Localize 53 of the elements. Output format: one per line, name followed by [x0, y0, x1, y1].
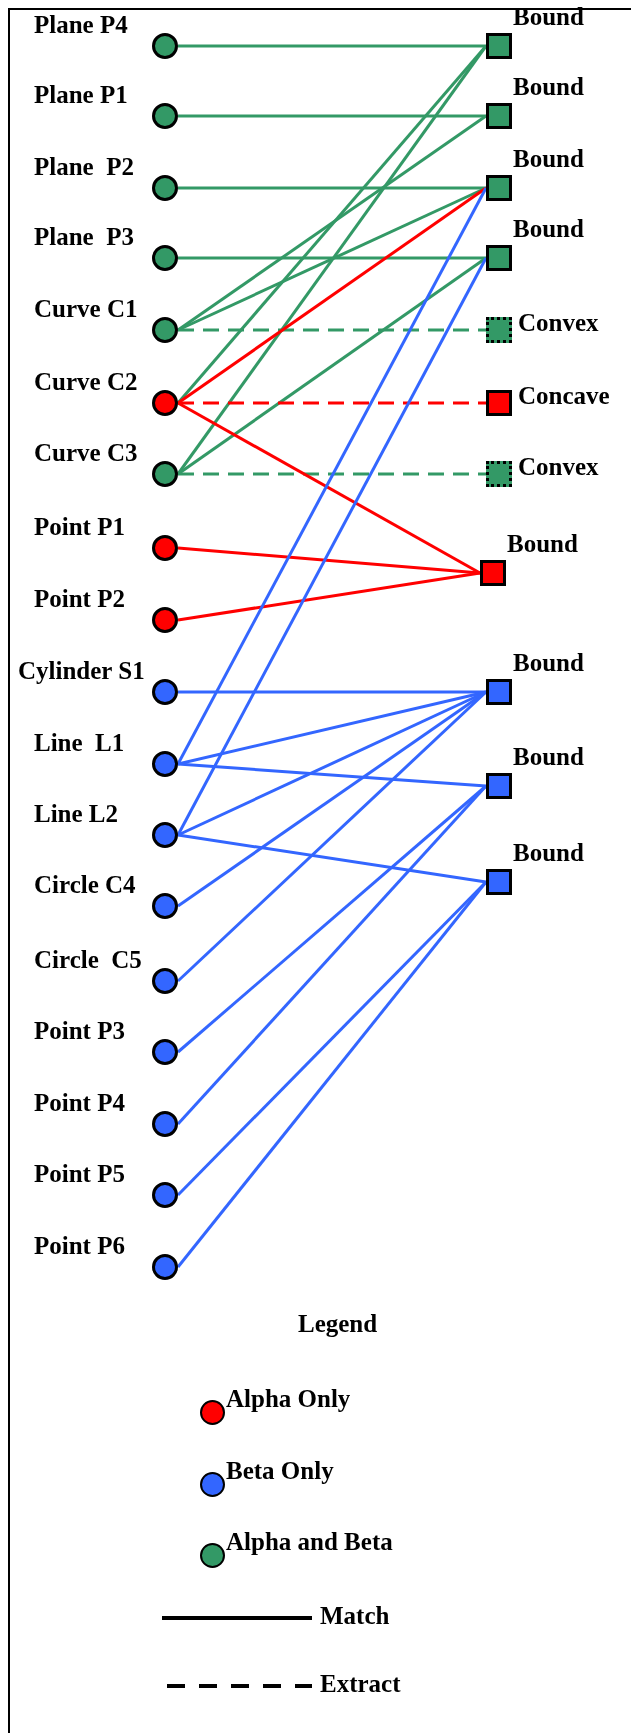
node-label: Bound — [513, 840, 584, 865]
connector-line — [177, 762, 487, 788]
node-label: Bound — [507, 531, 578, 556]
connector-line — [177, 571, 481, 622]
connector-line — [176, 881, 488, 1268]
node-label: Point P3 — [34, 1018, 125, 1043]
node-label: Point P2 — [34, 586, 125, 611]
node-label: Plane P2 — [34, 154, 134, 179]
node-label: Bound — [513, 650, 584, 675]
connector-line — [177, 186, 487, 405]
node-label: Bound — [513, 146, 584, 171]
node-label: Circle C5 — [34, 947, 142, 972]
node-label: Point P4 — [34, 1090, 125, 1115]
connector-line — [176, 45, 488, 404]
legend-label: Alpha Only — [226, 1386, 351, 1411]
node-label: Line L1 — [34, 730, 125, 755]
connector-line — [177, 546, 481, 575]
connector-line — [178, 328, 486, 332]
connector-line — [177, 256, 487, 476]
legend-label: Beta Only — [226, 1458, 334, 1483]
node-label: Line L2 — [34, 801, 119, 826]
node-label: Point P1 — [34, 514, 125, 539]
node-label: Bound — [513, 216, 584, 241]
connector-line — [178, 114, 486, 118]
node-label: Curve C2 — [34, 369, 138, 394]
node-label: Plane P3 — [34, 224, 134, 249]
legend-label: Alpha and Beta — [226, 1529, 393, 1554]
connector-line — [178, 401, 486, 405]
connector-line — [178, 186, 486, 190]
node-label: Circle C4 — [34, 872, 136, 897]
node-label: Bound — [513, 74, 584, 99]
legend-label: Extract — [320, 1671, 401, 1696]
node-label: Convex — [518, 310, 599, 335]
node-label: Curve C3 — [34, 440, 138, 465]
node-label: Curve C1 — [34, 296, 138, 321]
node-label: Plane P4 — [34, 12, 128, 37]
node-label: Bound — [513, 744, 584, 769]
legend-title: Legend — [298, 1311, 378, 1336]
connector-line — [178, 256, 486, 260]
connector-line — [178, 44, 486, 48]
connector-line — [177, 784, 487, 1054]
legend-label: Match — [320, 1603, 390, 1628]
connector-line — [178, 472, 486, 476]
node-label: Point P6 — [34, 1233, 125, 1258]
connector-line — [177, 833, 487, 884]
node-label: Point P5 — [34, 1161, 125, 1186]
node-label: Cylinder S1 — [18, 658, 145, 683]
node-label: Concave — [518, 383, 610, 408]
node-label: Convex — [518, 454, 599, 479]
connector-line — [176, 187, 488, 765]
connector-line — [176, 45, 488, 475]
connector-line — [176, 257, 488, 836]
node-label: Plane P1 — [34, 82, 128, 107]
